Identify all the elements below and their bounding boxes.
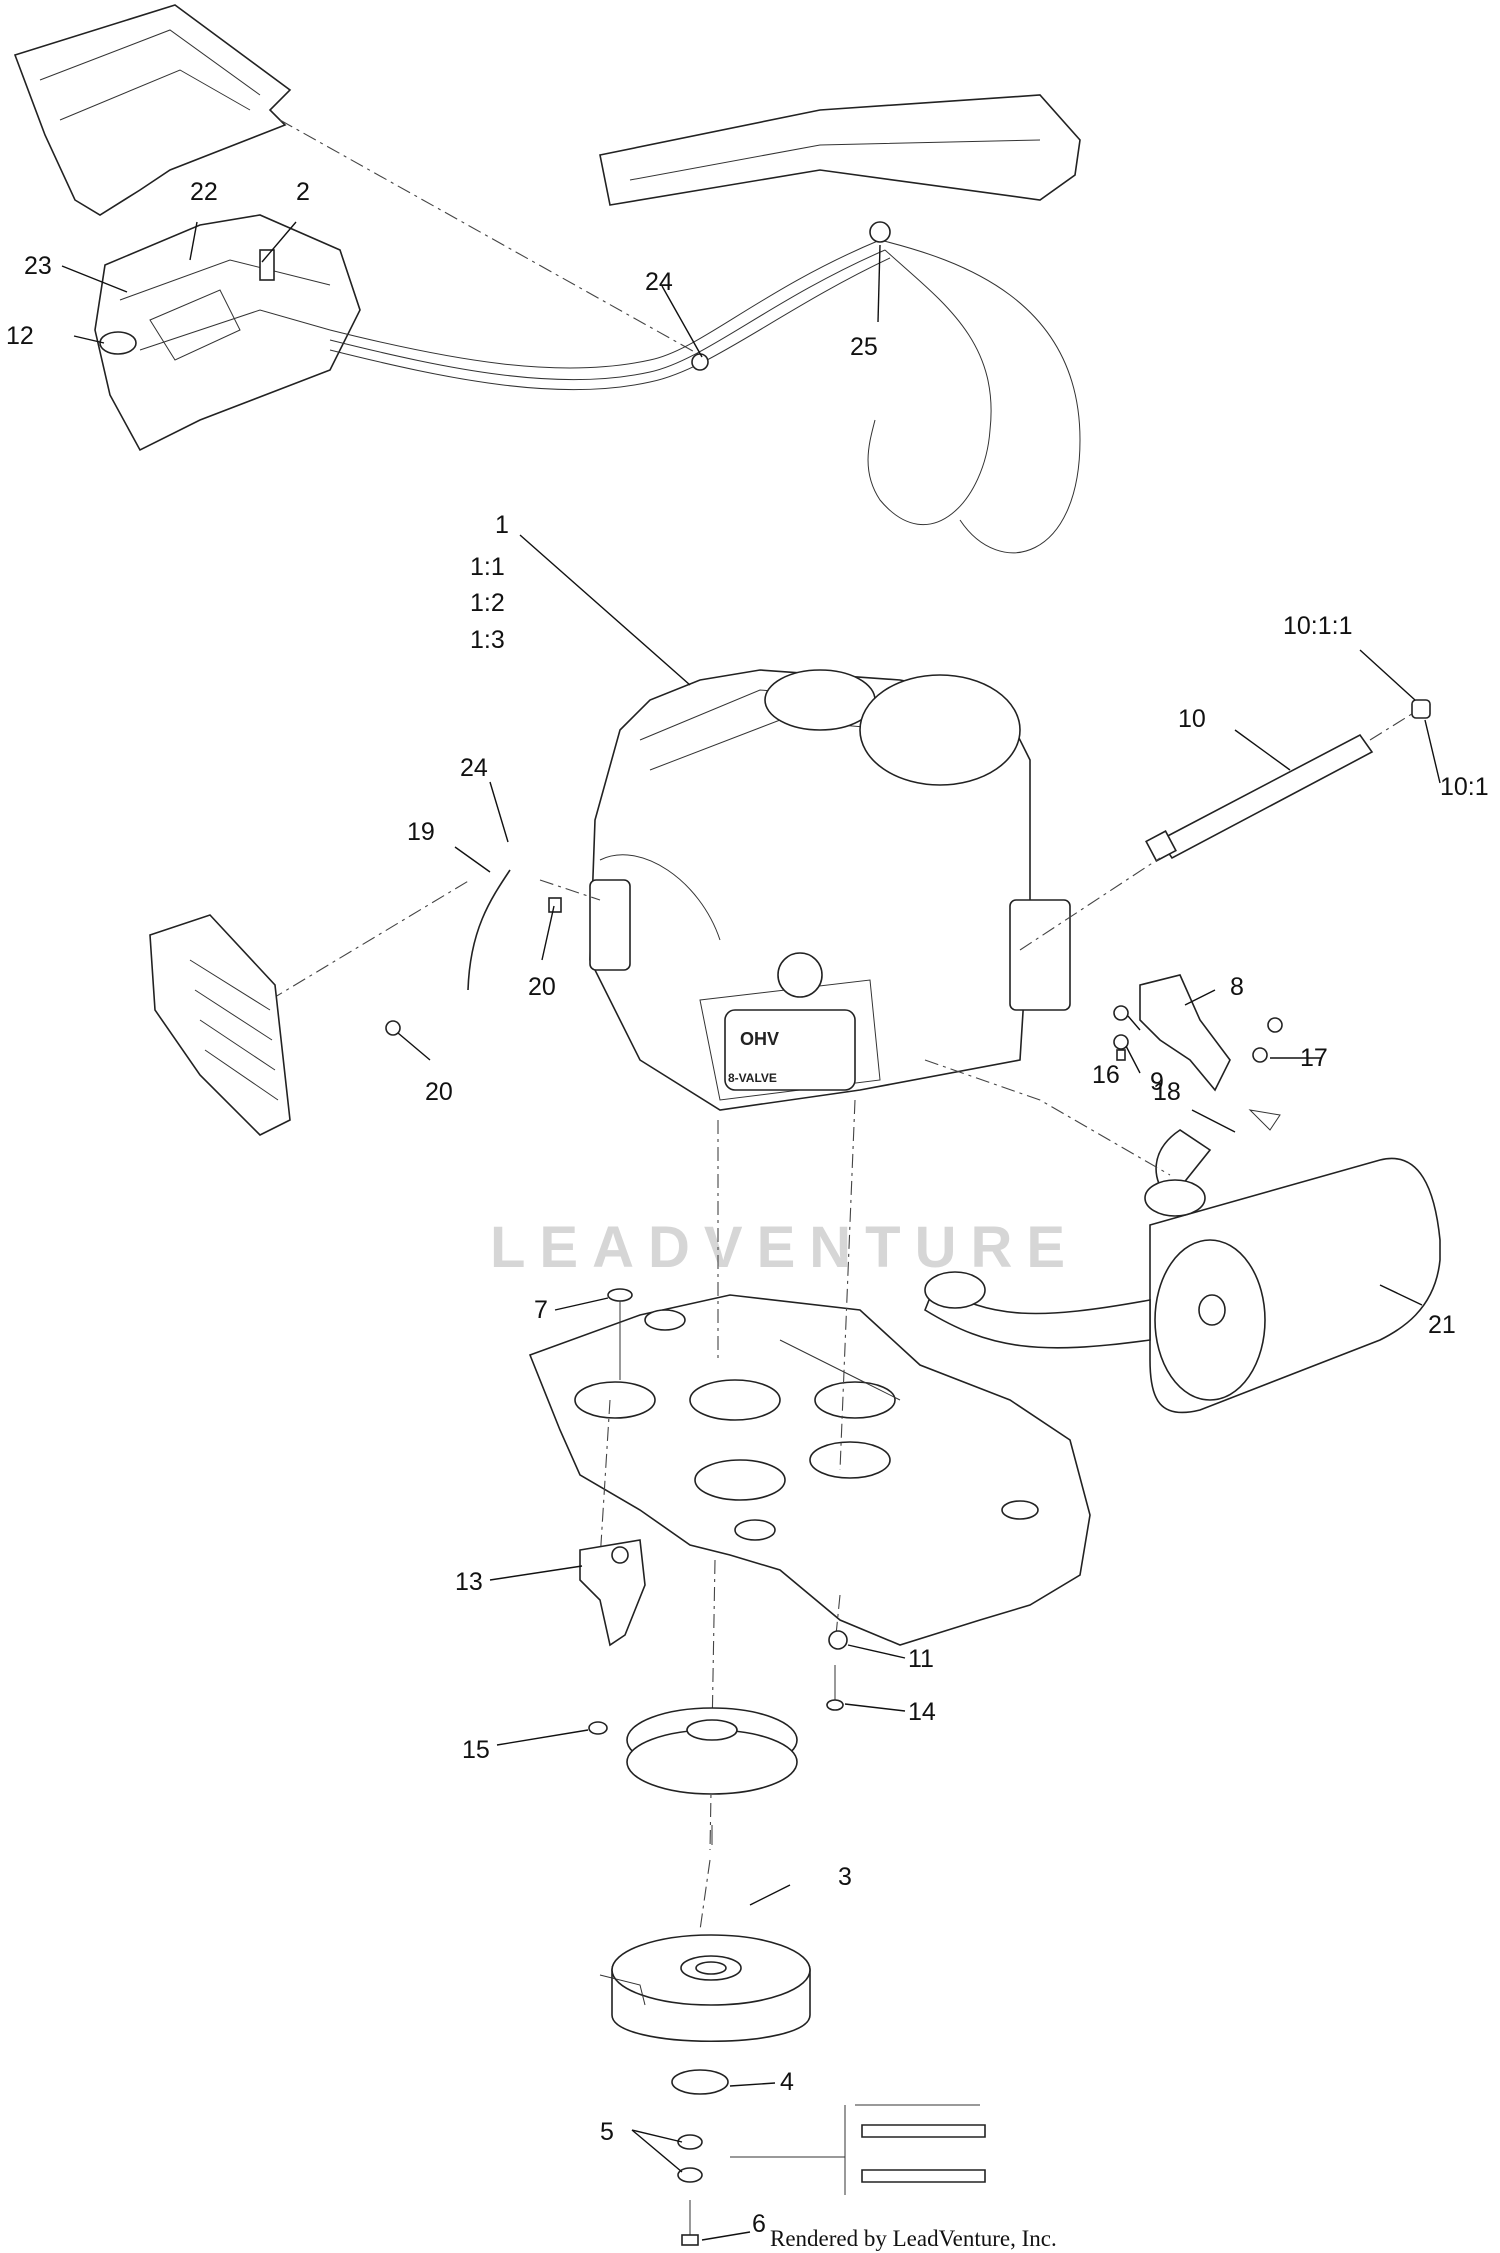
callout-13: 13 bbox=[455, 1568, 483, 1596]
engine-badge-ohv: OHV bbox=[740, 1029, 779, 1049]
callout-24-top: 24 bbox=[645, 268, 673, 296]
washer bbox=[828, 1630, 848, 1650]
callout-22: 22 bbox=[190, 178, 218, 206]
air-cleaner-cover bbox=[764, 669, 876, 731]
engine-badge-8-valve: 8-VALVE bbox=[728, 1071, 777, 1085]
valve-cover bbox=[724, 1009, 856, 1091]
exhaust-gasket-2 bbox=[924, 1271, 986, 1309]
clutch-bolt bbox=[681, 2200, 699, 2246]
throttle-lever bbox=[259, 249, 275, 281]
callout-24-left: 24 bbox=[460, 754, 488, 782]
callout-11: 11 bbox=[908, 1645, 934, 1673]
engine-deck-plate bbox=[528, 1294, 1091, 1646]
bolt bbox=[826, 1665, 844, 1711]
engine-pulley bbox=[626, 1707, 798, 1845]
callout-1-2: 1:2 bbox=[470, 589, 505, 617]
flange-nut bbox=[588, 1721, 608, 1735]
callout-15: 15 bbox=[462, 1736, 490, 1764]
starter-motor bbox=[589, 879, 631, 971]
air-filter-housing bbox=[859, 674, 1021, 786]
hose-clamp-lower bbox=[385, 1020, 401, 1036]
callout-8: 8 bbox=[1230, 973, 1244, 1001]
callout-4: 4 bbox=[780, 2068, 794, 2096]
control-panel-assembly bbox=[13, 4, 361, 452]
render-credit: Rendered by LeadVenture, Inc. bbox=[770, 2226, 1057, 2251]
callout-10-1-1: 10:1:1 bbox=[1283, 612, 1353, 640]
callout-19: 19 bbox=[407, 818, 435, 846]
throttle-knob bbox=[99, 331, 137, 355]
oil-fill-cap bbox=[777, 952, 823, 998]
callout-10-1: 10:1 bbox=[1440, 773, 1489, 801]
callout-25: 25 bbox=[850, 333, 878, 361]
pto-clutch bbox=[599, 1934, 811, 2042]
callout-2: 2 bbox=[296, 178, 310, 206]
washer-b bbox=[677, 2167, 703, 2183]
callout-7: 7 bbox=[534, 1296, 548, 1324]
spacer-washer bbox=[671, 2069, 729, 2095]
callout-3: 3 bbox=[838, 1863, 852, 1891]
wiring-harness bbox=[329, 221, 1081, 554]
callout-1: 1 bbox=[495, 511, 509, 539]
exhaust-gasket bbox=[1144, 1179, 1206, 1217]
callout-23: 23 bbox=[24, 252, 52, 280]
washer-orientation-detail bbox=[730, 2104, 986, 2195]
locating-pin bbox=[607, 1288, 633, 1380]
engine: OHV 8-VALVE bbox=[589, 669, 1071, 1111]
washer-a bbox=[677, 2134, 703, 2150]
dipstick-tube bbox=[1019, 699, 1431, 951]
fuel-line bbox=[467, 869, 511, 991]
hose-clamp-upper bbox=[548, 897, 562, 913]
leader-lines bbox=[61, 221, 1441, 2241]
belt-guide-bracket bbox=[579, 1539, 646, 1647]
callout-18: 18 bbox=[1153, 1078, 1181, 1106]
harness-clamp bbox=[869, 221, 891, 243]
callout-14: 14 bbox=[908, 1698, 936, 1726]
watermark: LEADVENTURE bbox=[490, 1215, 1079, 1280]
callout-1-1: 1:1 bbox=[470, 553, 505, 581]
callout-5: 5 bbox=[600, 2118, 614, 2146]
harness-tie bbox=[691, 353, 709, 371]
callout-20-lower: 20 bbox=[425, 1078, 453, 1106]
callout-17: 17 bbox=[1300, 1044, 1328, 1072]
callout-10: 10 bbox=[1178, 705, 1206, 733]
callout-16: 16 bbox=[1092, 1061, 1120, 1089]
rear-bracket bbox=[599, 94, 1081, 206]
callouts: 1 1:1 1:2 1:3 2 3 4 5 6 7 8 9 10 10:1 10… bbox=[6, 178, 1489, 2238]
fuel-pump bbox=[1009, 899, 1071, 1011]
callout-9: 9 bbox=[1150, 1068, 1164, 1096]
callout-20-upper: 20 bbox=[528, 973, 556, 1001]
callout-6: 6 bbox=[752, 2210, 766, 2238]
heat-shield bbox=[149, 914, 291, 1136]
muffler-bracket bbox=[1113, 974, 1283, 1092]
callout-1-3: 1:3 bbox=[470, 626, 505, 654]
callout-21: 21 bbox=[1428, 1311, 1456, 1339]
muffler bbox=[924, 1109, 1441, 1414]
callout-12: 12 bbox=[6, 322, 34, 350]
